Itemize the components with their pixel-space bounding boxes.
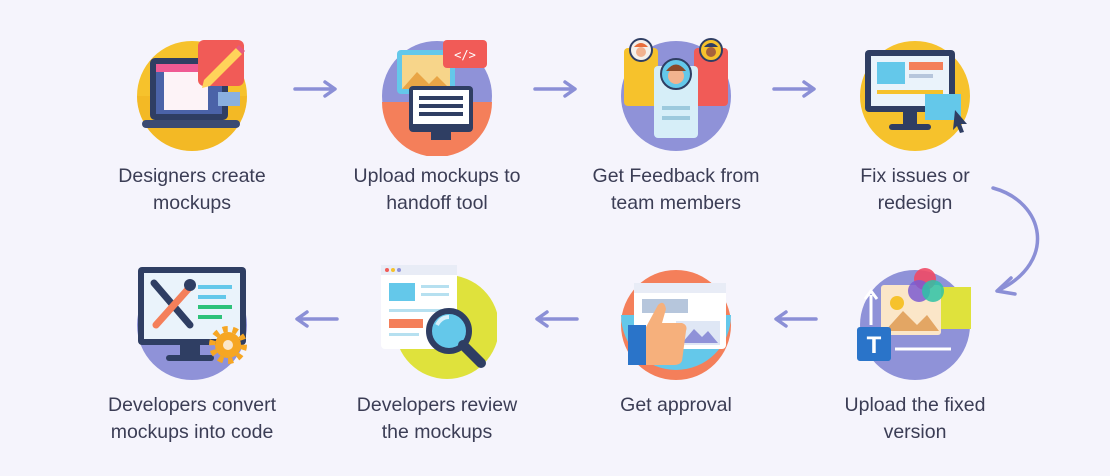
arrow-right-icon xyxy=(293,80,337,98)
step-label: Get approval xyxy=(620,394,732,416)
arrow-left-icon xyxy=(535,310,579,328)
thumbs-up-approval-icon xyxy=(616,265,736,385)
svg-text:</>: </> xyxy=(454,48,476,62)
browser-magnifier-review-icon xyxy=(377,265,497,385)
monitor-redesign-cursor-icon xyxy=(855,36,975,156)
arrow-right-icon xyxy=(772,80,816,98)
monitor-tools-gear-icon xyxy=(132,265,252,385)
feedback-team-avatars-icon xyxy=(616,36,736,156)
curved-arrow-down-icon xyxy=(991,186,1040,296)
arrow-left-icon xyxy=(774,310,818,328)
arrow-right-icon xyxy=(533,80,577,98)
designer-laptop-pencil-icon xyxy=(132,36,252,156)
upload-image-text-icon: T xyxy=(855,265,975,385)
arrow-left-icon xyxy=(295,310,339,328)
svg-text:T: T xyxy=(867,332,882,359)
upload-monitor-code-icon: </> xyxy=(377,36,497,156)
